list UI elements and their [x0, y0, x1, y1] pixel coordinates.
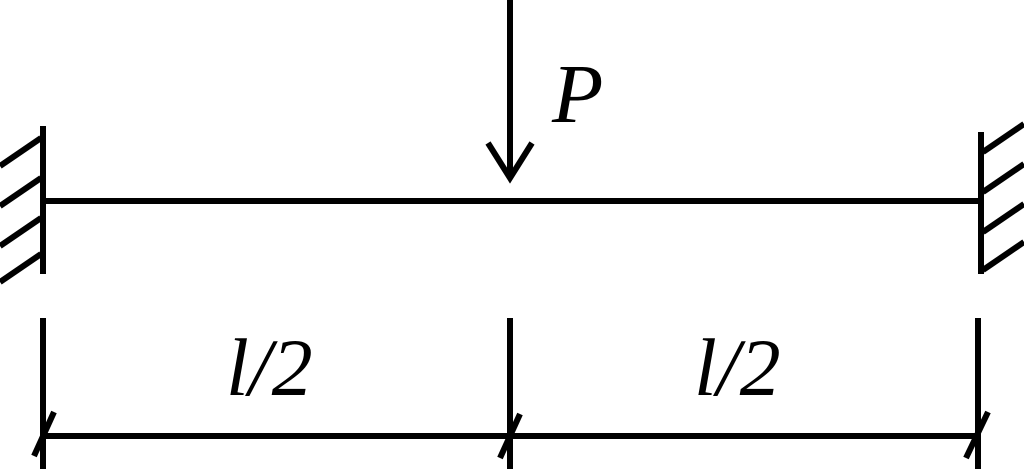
load-label: P	[551, 48, 603, 141]
right-support-hatch-4	[981, 239, 1024, 273]
left-support-hatch-4	[0, 251, 43, 285]
dimension-tick-middle	[497, 412, 523, 460]
left-support-hatch-2	[0, 175, 43, 209]
dimension-tick-right	[963, 410, 991, 460]
left-support-hatch-3	[0, 215, 43, 249]
left-fixed-support	[0, 126, 46, 285]
right-span-label: l/2	[694, 322, 781, 413]
left-span-label: l/2	[226, 322, 313, 413]
right-support-hatch-2	[981, 161, 1024, 195]
load-arrow-head	[485, 141, 535, 184]
point-load-arrow	[485, 0, 535, 184]
right-support-hatch-1	[981, 121, 1024, 155]
dimension-tick-left	[31, 410, 57, 458]
right-support-hatch-3	[981, 201, 1024, 235]
right-fixed-support	[978, 121, 1024, 274]
left-support-hatch-1	[0, 135, 43, 169]
